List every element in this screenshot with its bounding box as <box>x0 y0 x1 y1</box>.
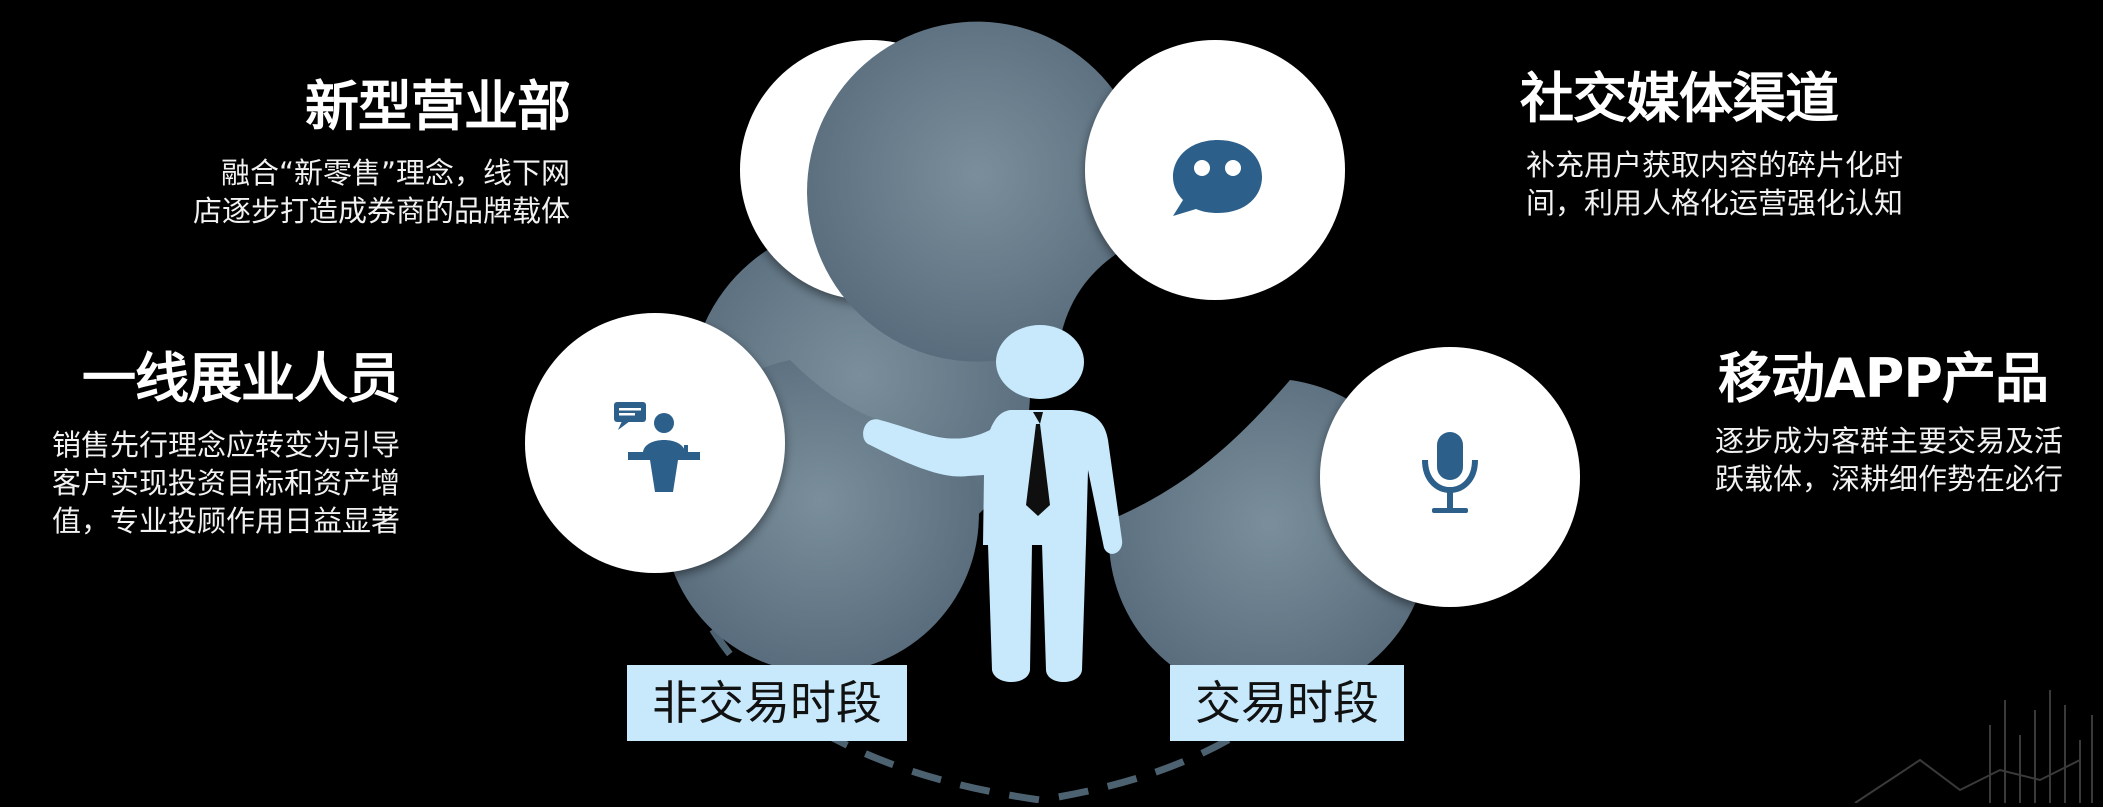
block-mid-left: 一线展业人员 销售先行理念应转变为引导 客户实现投资目标和资产增 值，专业投顾作… <box>10 347 401 540</box>
desc-line: 逐步成为客群主要交易及活 <box>1715 424 2064 458</box>
desc-line: 客户实现投资目标和资产增 <box>51 466 400 500</box>
title-social-media: 社交媒体渠道 <box>1520 67 1839 130</box>
necktie <box>1026 412 1050 516</box>
title-frontline-staff: 一线展业人员 <box>82 347 401 410</box>
businessman-figure <box>863 325 1123 682</box>
desc-line: 融合“新零售”理念，线下网 <box>220 156 570 190</box>
tag-trading-hours: 交易时段 <box>1170 665 1404 741</box>
desc-frontline-staff: 销售先行理念应转变为引导 客户实现投资目标和资产增 值，专业投顾作用日益显著 <box>10 426 400 540</box>
desc-line: 跃载体，深耕细作势在必行 <box>1715 462 2064 496</box>
desc-mobile-app: 逐步成为客群主要交易及活 跃载体，深耕细作势在必行 <box>1715 422 2100 498</box>
balloon-mid-right <box>1108 347 1580 699</box>
microphone-icon <box>1422 432 1478 513</box>
block-top-left: 新型营业部 融合“新零售”理念，线下网 店逐步打造成券商的品牌载体 <box>130 75 571 230</box>
tag-non-trading-hours: 非交易时段 <box>627 665 907 741</box>
block-mid-right: 移动APP产品 逐步成为客群主要交易及活 跃载体，深耕细作势在必行 <box>1715 352 2100 498</box>
balloon-top-right <box>807 21 1345 362</box>
speaker-at-podium-icon <box>614 402 700 492</box>
title-new-branch: 新型营业部 <box>305 75 571 138</box>
desc-social-media: 补充用户获取内容的碎片化时 间，利用人格化运营强化认知 <box>1520 146 1990 222</box>
decorative-bar-lines <box>1854 690 2093 804</box>
desc-line: 销售先行理念应转变为引导 <box>51 428 400 462</box>
block-top-right: 社交媒体渠道 补充用户获取内容的碎片化时 间，利用人格化运营强化认知 <box>1520 72 1990 222</box>
chat-bubble-icon <box>1173 140 1262 216</box>
desc-new-branch: 融合“新零售”理念，线下网 店逐步打造成券商的品牌载体 <box>130 154 570 230</box>
title-mobile-app: 移动APP产品 <box>1718 347 2049 410</box>
desc-line: 间，利用人格化运营强化认知 <box>1526 186 1904 220</box>
desc-line: 店逐步打造成券商的品牌载体 <box>192 194 570 228</box>
desc-line: 补充用户获取内容的碎片化时 <box>1526 148 1904 182</box>
desc-line: 值，专业投顾作用日益显著 <box>51 504 400 538</box>
